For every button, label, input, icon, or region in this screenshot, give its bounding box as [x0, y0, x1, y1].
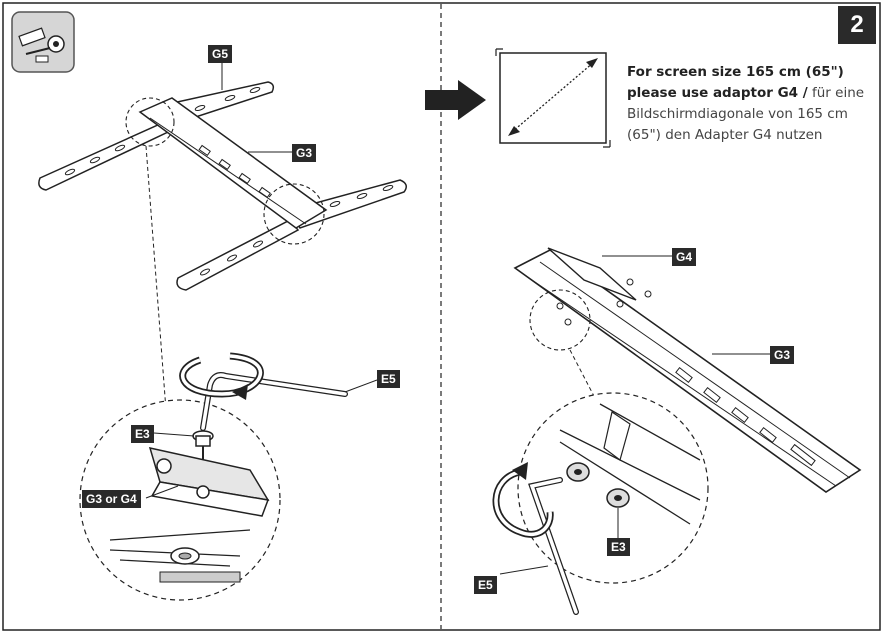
- instruction-line-2: please use adaptor G4 / für eine: [627, 83, 867, 104]
- detail-circle-small-right: [529, 289, 591, 351]
- screen-diagonal-icon: [495, 48, 611, 148]
- instruction-line-1: For screen size 165 cm (65"): [627, 64, 844, 80]
- part-label-g3-or-g4: G3 or G4: [82, 490, 141, 508]
- part-label-g3-right: G3: [770, 346, 795, 364]
- part-label-g3-top: G3: [292, 144, 317, 162]
- detail-leader-right: [569, 349, 597, 401]
- leader-e5-right: [499, 565, 549, 575]
- detail-leader: [145, 145, 167, 411]
- instruction-line-3: Bildschirmdiagonale von 165 cm: [627, 106, 848, 122]
- part-label-g5: G5: [208, 45, 233, 63]
- part-label-g4: G4: [672, 248, 697, 266]
- part-label-e5-left: E5: [377, 370, 400, 388]
- part-label-e5-right: E5: [474, 576, 497, 594]
- instruction-line-2-light: für eine: [807, 85, 865, 101]
- rotate-arrow-left-icon: [179, 352, 264, 400]
- instruction-line-4: (65") den Adapter G4 nutzen: [627, 127, 823, 143]
- part-label-e3-left: E3: [131, 425, 154, 443]
- e3-screw-left-icon: [192, 430, 214, 460]
- g5-rail-lower: [176, 179, 407, 291]
- detail-circle-right: [517, 392, 709, 584]
- instruction-text: For screen size 165 cm (65") please use …: [627, 62, 867, 146]
- leader-g3g4: [145, 485, 179, 499]
- instruction-line-2-bold: please use adaptor G4 /: [627, 85, 808, 101]
- detail-circle-small-1: [125, 97, 175, 147]
- allen-key-right-icon: [528, 477, 579, 615]
- g3-g4-assembly-right: [513, 247, 862, 493]
- allen-key-left-icon: [200, 372, 348, 431]
- step-number-badge: 2: [838, 6, 876, 44]
- g3-bar-left: [138, 97, 328, 229]
- rotate-arrow-right-icon: [492, 462, 554, 538]
- tape-measure-icon: [11, 11, 75, 73]
- right-arrow-icon: [425, 80, 486, 120]
- leader-e3-left: [153, 432, 195, 437]
- detail-circle-left: [79, 399, 281, 601]
- part-label-e3-right: E3: [607, 538, 630, 556]
- leader-e5-left: [344, 379, 378, 393]
- detail-circle-small-2: [263, 183, 325, 245]
